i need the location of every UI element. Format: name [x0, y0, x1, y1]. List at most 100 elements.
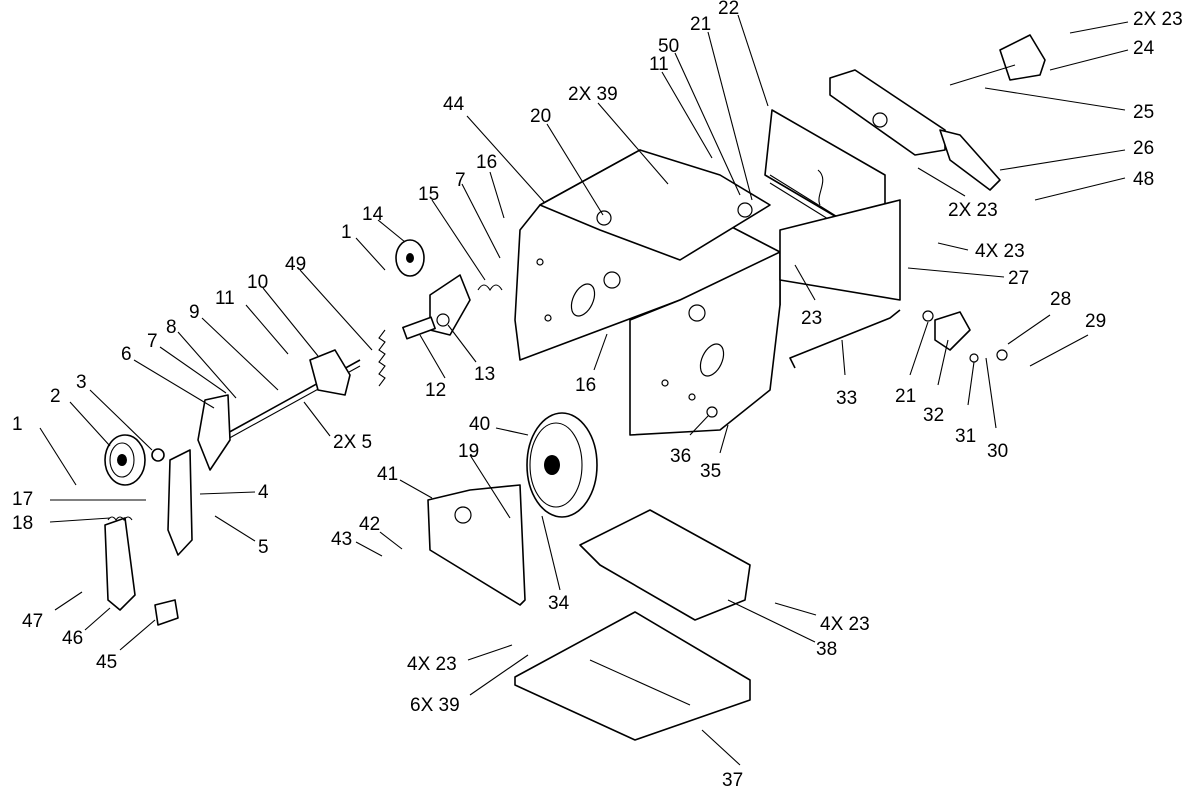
svg-text:7: 7	[455, 170, 466, 191]
svg-text:25: 25	[1133, 102, 1154, 123]
svg-text:13: 13	[474, 364, 495, 385]
callout-c41: 41	[377, 464, 433, 499]
svg-text:42: 42	[359, 514, 380, 535]
svg-text:44: 44	[443, 94, 465, 115]
callout-c37: 37	[701, 729, 743, 791]
svg-text:35: 35	[700, 461, 721, 482]
frame-top-plate	[539, 149, 771, 261]
svg-text:26: 26	[1133, 138, 1154, 159]
svg-text:21: 21	[690, 14, 711, 35]
callout-c7a: 7	[147, 331, 227, 394]
upper-base-plate	[579, 509, 751, 621]
svg-text:5: 5	[258, 537, 269, 558]
svg-text:2X 39: 2X 39	[568, 84, 618, 105]
svg-text:4X 23: 4X 23	[820, 614, 870, 635]
frame-hole-b	[688, 304, 706, 322]
svg-text:50: 50	[658, 36, 679, 57]
large-pulley-hub	[544, 455, 560, 475]
callout-c18: 18	[12, 513, 111, 534]
svg-text:21: 21	[895, 386, 916, 407]
callout-c17: 17	[12, 489, 146, 510]
callout-c31: 31	[955, 361, 976, 447]
callout-c16b: 16	[575, 333, 608, 396]
callout-c6x39: 6X 39	[410, 654, 529, 716]
svg-text:40: 40	[469, 414, 490, 435]
svg-text:2X 23: 2X 23	[948, 200, 998, 221]
callout-c6: 6	[121, 344, 215, 409]
svg-text:9: 9	[189, 302, 200, 323]
callout-c13: 13	[447, 324, 495, 385]
svg-text:47: 47	[22, 611, 43, 632]
washer-21	[922, 310, 934, 322]
callout-c16a: 16	[476, 152, 505, 219]
callout-c33: 33	[836, 339, 857, 409]
lever-bracket	[167, 449, 193, 556]
callout-c38: 38	[727, 599, 837, 660]
frame-slot-left	[570, 283, 596, 317]
svg-text:29: 29	[1085, 311, 1106, 332]
svg-text:15: 15	[418, 184, 439, 205]
pedal-lever	[104, 517, 136, 611]
tension-bracket	[197, 394, 231, 471]
callout-c47: 47	[22, 591, 83, 632]
callout-c4x23a: 4X 23	[937, 241, 1025, 262]
callout-c4: 4	[199, 482, 269, 503]
svg-text:16: 16	[575, 375, 596, 396]
svg-text:38: 38	[816, 639, 837, 660]
handle-arm	[939, 129, 1001, 191]
callout-c2x39: 2X 39	[568, 84, 669, 185]
callout-c40: 40	[469, 414, 529, 436]
callout-c7b: 7	[455, 170, 501, 259]
callout-c15: 15	[418, 184, 486, 281]
handle-bracket	[829, 69, 946, 156]
callout-c34: 34	[541, 515, 570, 614]
callout-c8: 8	[166, 317, 237, 399]
callout-c2: 2	[50, 386, 111, 447]
callout-c4x23b: 4X 23	[774, 602, 870, 635]
svg-text:7: 7	[147, 331, 158, 352]
frame-hole-g	[544, 314, 552, 322]
svg-text:19: 19	[458, 441, 479, 462]
bottom-tray-rib	[589, 659, 691, 706]
rear-plate	[779, 199, 901, 301]
shift-rod	[789, 309, 901, 369]
pulley-bracket-hole	[454, 506, 472, 524]
frame-hole-h	[536, 258, 544, 266]
svg-text:2X 5: 2X 5	[333, 432, 372, 453]
svg-text:32: 32	[923, 405, 944, 426]
svg-text:46: 46	[62, 628, 83, 649]
svg-text:1: 1	[341, 222, 352, 243]
nut-3	[151, 448, 165, 462]
callout-c23: 23	[794, 264, 822, 329]
parts-line-art	[104, 34, 1046, 741]
callout-c2x23a: 2X 23	[1069, 9, 1183, 34]
svg-text:4X 23: 4X 23	[407, 654, 457, 675]
callout-c2x23b: 2X 23	[917, 167, 998, 221]
svg-text:16: 16	[476, 152, 497, 173]
frame-slot-right	[699, 343, 725, 377]
callout-c2x5: 2X 5	[303, 401, 372, 453]
spring-15	[477, 284, 503, 292]
guide-bracket-curve	[817, 169, 824, 206]
handle-rod	[949, 64, 1016, 86]
callout-c21b: 21	[895, 321, 929, 407]
callouts: 1 2 3 4 5 6 7 8	[12, 0, 1183, 791]
frame-hole-d	[737, 202, 753, 218]
svg-text:1: 1	[12, 414, 23, 435]
callout-c42: 42	[359, 514, 403, 550]
svg-text:36: 36	[670, 446, 691, 467]
callout-c1a: 1	[12, 414, 77, 486]
callout-c25: 25	[984, 87, 1154, 123]
svg-text:4: 4	[258, 482, 269, 503]
svg-text:34: 34	[548, 593, 570, 614]
callout-c12: 12	[419, 334, 446, 401]
callout-c46: 46	[62, 607, 111, 649]
svg-text:18: 18	[12, 513, 33, 534]
bracket-10	[309, 349, 351, 396]
callout-c29: 29	[1029, 311, 1106, 367]
callout-c10: 10	[247, 272, 319, 357]
svg-text:37: 37	[722, 770, 743, 791]
svg-text:6X 39: 6X 39	[410, 695, 460, 716]
callout-c43: 43	[331, 529, 383, 557]
callout-c30: 30	[985, 357, 1008, 462]
